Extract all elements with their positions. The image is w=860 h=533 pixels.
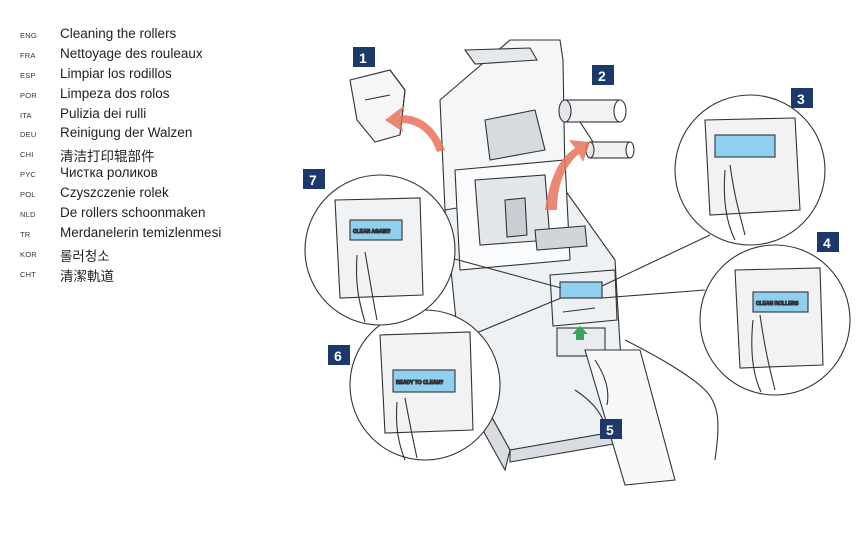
step-number: 6 — [334, 348, 342, 364]
lang-row-deu: DEU Reinigung der Walzen — [20, 125, 300, 145]
lang-row-chi: CHI 清洁打印辊部件 — [20, 145, 300, 165]
remove-ribbon-arrow-icon — [545, 140, 590, 210]
printer-lcd-screen — [559, 281, 603, 299]
lang-code: POR — [20, 90, 37, 100]
lang-title: De rollers schoonmaken — [60, 205, 206, 221]
lang-code: ESP — [20, 70, 36, 80]
lang-code: POL — [20, 190, 36, 200]
lang-code: PYC — [20, 170, 37, 180]
lang-code: CHT — [20, 269, 37, 279]
lang-row-cht: CHT 清潔軌道 — [20, 265, 300, 285]
lang-title: Czyszczenie rolek — [60, 185, 169, 201]
lang-code: ITA — [20, 110, 32, 120]
step-badge-7: 7 — [303, 169, 325, 189]
lang-title: Чистка роликов — [60, 165, 158, 181]
step-number: 2 — [598, 68, 606, 84]
printer-illustration: CLEAN ROLLERS READY TO CLEAN? CLEAN AGAI… — [303, 39, 851, 486]
lang-code: ENG — [20, 31, 37, 40]
lang-title: 롤러청소 — [60, 248, 110, 264]
step-number: 4 — [823, 235, 831, 251]
step-badge-3: 3 — [791, 88, 813, 108]
lang-title: Nettoyage des rouleaux — [60, 45, 203, 61]
lang-row-esp: ESP Limpiar los rodillos — [20, 66, 300, 86]
step-badge-5: 5 — [600, 419, 622, 439]
lcd-text-step6: READY TO CLEAN? — [396, 380, 443, 386]
lang-row-eng: ENG Cleaning the rollers — [20, 26, 300, 46]
lcd-text-step7: CLEAN AGAIN? — [353, 229, 391, 235]
lang-code: KOR — [20, 249, 37, 259]
zoom-circle-4: CLEAN ROLLERS — [699, 244, 851, 396]
lang-title: 清潔軌道 — [60, 268, 114, 284]
lang-row-nld: NLD De rollers schoonmaken — [20, 205, 300, 225]
step-number: 1 — [359, 50, 367, 66]
lang-code: NLD — [20, 210, 36, 220]
lang-title: Limpiar los rodillos — [60, 65, 172, 81]
lang-row-tr: TR Merdanelerin temizlenmesi — [20, 225, 300, 245]
removed-cover — [349, 69, 406, 143]
step-number: 5 — [606, 422, 614, 438]
hand-with-cleaning-card — [574, 339, 719, 486]
lang-row-kor: KOR 롤러청소 — [20, 245, 300, 265]
insert-arrow-icon — [572, 326, 588, 340]
lang-code: FRA — [20, 50, 36, 60]
lang-row-pol: POL Czyszczenie rolek — [20, 185, 300, 205]
step-badge-2: 2 — [592, 65, 614, 85]
lang-row-pyc: PYC Чистка роликов — [20, 165, 300, 185]
lang-row-ita: ITA Pulizia dei rulli — [20, 106, 300, 126]
lang-code: DEU — [20, 130, 37, 140]
step-badge-6: 6 — [328, 345, 350, 365]
lang-code: CHI — [20, 150, 34, 160]
ribbon-cartridge — [558, 99, 635, 159]
step-badge-1: 1 — [353, 47, 375, 67]
lcd-text-step4: CLEAN ROLLERS — [756, 301, 799, 307]
zoom-circle-3 — [674, 94, 826, 246]
lang-title: Merdanelerin temizlenmesi — [60, 224, 222, 240]
lang-title: 清洁打印辊部件 — [60, 149, 155, 165]
lang-code: TR — [20, 229, 31, 239]
lang-title: Reinigung der Walzen — [60, 125, 193, 141]
zoom-circle-6: READY TO CLEAN? — [349, 309, 501, 461]
zoom-circle-7: CLEAN AGAIN? — [304, 174, 456, 326]
language-title-list: ENG Cleaning the rollers FRA Nettoyage des… — [20, 26, 300, 285]
lang-title: Cleaning the rollers — [60, 26, 177, 41]
lang-title: Pulizia dei rulli — [60, 105, 147, 121]
lang-row-fra: FRA Nettoyage des rouleaux — [20, 46, 300, 66]
step-badge-4: 4 — [817, 232, 839, 252]
step-number: 7 — [309, 172, 317, 188]
step-number: 3 — [797, 91, 805, 107]
lang-row-por: POR Limpeza dos rolos — [20, 86, 300, 106]
remove-cover-arrow-icon — [385, 105, 445, 152]
lang-title: Limpeza dos rolos — [60, 85, 170, 101]
